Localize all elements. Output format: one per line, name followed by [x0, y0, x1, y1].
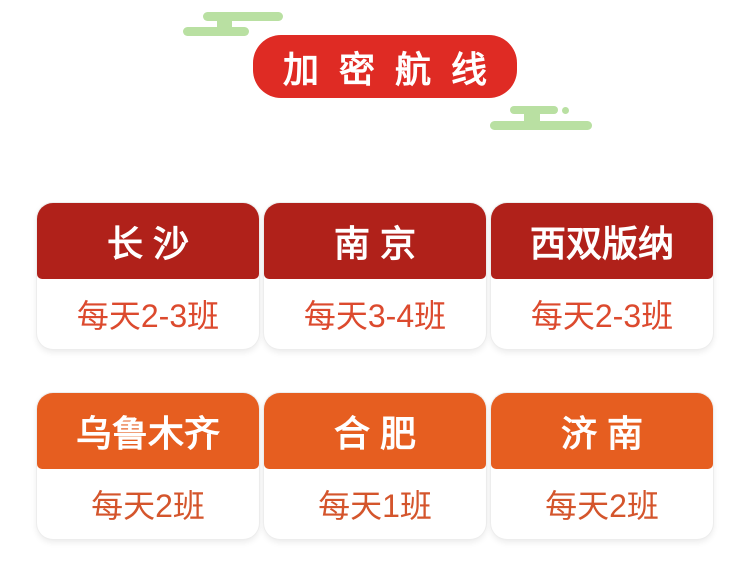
route-card: 西双版纳 每天2-3班 [491, 203, 713, 349]
flight-frequency: 每天1班 [318, 488, 432, 524]
cloud-icon [183, 12, 283, 36]
route-card-body: 每天3-4班 [264, 279, 486, 349]
route-card-body: 每天1班 [264, 469, 486, 539]
cloud-bar [490, 121, 592, 130]
flight-frequency: 每天3-4班 [303, 298, 447, 334]
route-card-body: 每天2班 [491, 469, 713, 539]
route-card: 长 沙 每天2-3班 [37, 203, 259, 349]
route-card-header: 合 肥 [264, 393, 486, 469]
cloud-bar [510, 106, 558, 114]
route-card-body: 每天2-3班 [491, 279, 713, 349]
cloud-bar [524, 112, 540, 123]
city-name: 南 京 [333, 223, 416, 264]
route-card-body: 每天2班 [37, 469, 259, 539]
route-card-header: 济 南 [491, 393, 713, 469]
route-card-header: 长 沙 [37, 203, 259, 279]
flight-frequency: 每天2-3班 [76, 298, 220, 334]
section-title: 加 密 航 线 [282, 48, 492, 90]
route-card: 济 南 每天2班 [491, 393, 713, 539]
route-card-header: 西双版纳 [491, 203, 713, 279]
route-card-header: 乌鲁木齐 [37, 393, 259, 469]
section-title-banner: 加 密 航 线 [253, 35, 517, 98]
route-card-body: 每天2-3班 [37, 279, 259, 349]
cloud-bar [183, 27, 249, 36]
city-name: 济 南 [560, 413, 643, 454]
city-name: 长 沙 [106, 223, 189, 264]
cloud-bar [203, 12, 283, 21]
route-card: 合 肥 每天1班 [264, 393, 486, 539]
flight-frequency: 每天2班 [545, 488, 659, 524]
city-name: 乌鲁木齐 [75, 413, 220, 454]
route-card: 南 京 每天3-4班 [264, 203, 486, 349]
route-card: 乌鲁木齐 每天2班 [37, 393, 259, 539]
route-card-header: 南 京 [264, 203, 486, 279]
city-name: 合 肥 [333, 413, 416, 454]
city-name: 西双版纳 [529, 223, 674, 264]
flight-frequency: 每天2班 [91, 488, 205, 524]
cloud-icon [490, 106, 594, 130]
flight-frequency: 每天2-3班 [530, 298, 674, 334]
cloud-bar [217, 18, 232, 29]
cloud-dot [562, 107, 569, 114]
